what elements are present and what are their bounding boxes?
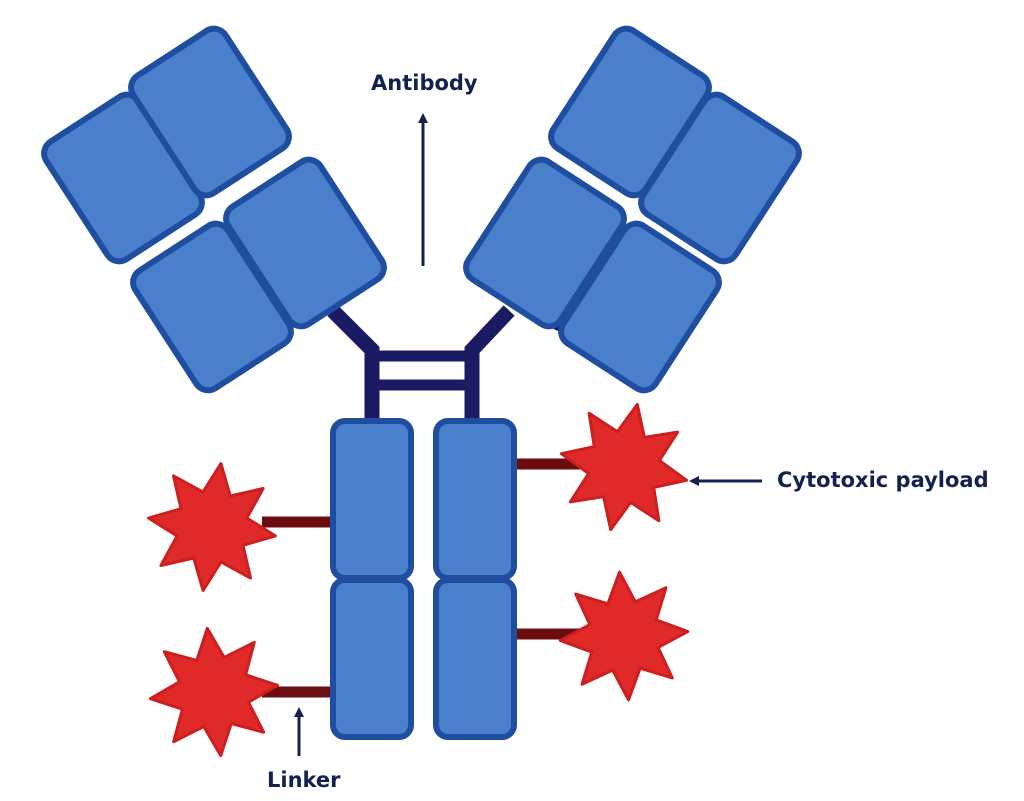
right-light-chain-constant-domain xyxy=(558,220,722,394)
left-heavy-chain-constant-domain xyxy=(223,156,387,330)
linkers xyxy=(262,458,590,698)
left-ch2-domain xyxy=(330,418,414,581)
left-ch3-domain xyxy=(330,577,414,740)
left-fab-arm xyxy=(41,25,387,394)
antibody-label: Antibody xyxy=(371,71,478,95)
cytotoxic-payloads xyxy=(147,402,690,758)
right-heavy-chain-constant-domain xyxy=(463,156,627,330)
payload-star-lower-left xyxy=(148,626,280,758)
payload-star-lower-right xyxy=(558,570,690,702)
right-fab-arm xyxy=(463,25,802,394)
fc-region xyxy=(330,418,517,740)
right-ch2-domain xyxy=(433,418,517,581)
left-heavy-chain-connector xyxy=(327,305,380,433)
payload-star-upper-right xyxy=(559,402,689,532)
payload-star-upper-left xyxy=(147,462,277,592)
left-heavy-chain-variable-domain xyxy=(128,25,292,199)
linker-label: Linker xyxy=(267,768,341,792)
annotation-arrows xyxy=(294,113,762,756)
right-heavy-chain-connector xyxy=(464,305,515,433)
right-light-chain-variable-domain xyxy=(638,91,802,265)
cytotoxic-payload-label: Cytotoxic payload xyxy=(777,468,989,492)
right-ch3-domain xyxy=(433,577,517,740)
